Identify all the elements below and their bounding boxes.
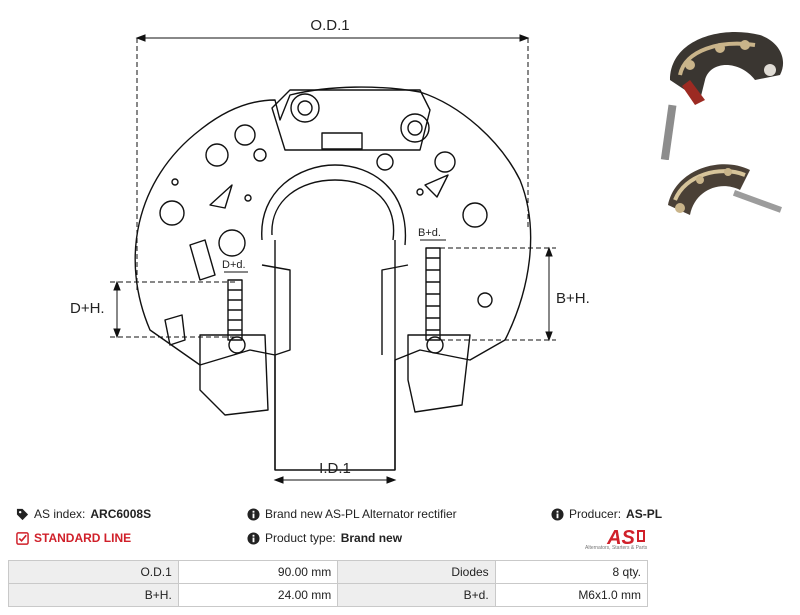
as-index: AS index: ARC6008S — [16, 507, 151, 521]
rectifier-outline — [134, 86, 532, 471]
product-photo-bottom — [668, 164, 782, 215]
dd-dimension-label: D+d. — [222, 259, 246, 271]
as-pl-logo: AS — [606, 527, 645, 549]
info-icon — [247, 507, 260, 521]
spec-value: 24.00 mm — [177, 583, 339, 607]
spec-label: B+H. — [8, 583, 179, 607]
product-description: Brand new AS-PL Alternator rectifier — [247, 507, 457, 521]
spec-value: M6x1.0 mm — [494, 583, 649, 607]
inner-arc — [261, 164, 407, 246]
spec-label: B+d. — [337, 583, 496, 607]
info-icon — [247, 531, 260, 545]
tag-icon — [16, 508, 29, 520]
spec-value: 8 qty. — [494, 560, 649, 584]
standard-line-badge: STANDARD LINE — [16, 531, 131, 545]
info-icon — [551, 507, 564, 521]
product-type-value: Brand new — [340, 531, 403, 545]
product-photo-top — [660, 32, 784, 160]
producer-value: AS-PL — [626, 507, 663, 521]
spec-value: 90.00 mm — [177, 560, 339, 584]
svg-text:AS: AS — [606, 527, 635, 549]
rectifier-technical-drawing: O.D.1 I.D.1 D+H. B+H. D+d. B+d. — [70, 17, 590, 484]
bd-dimension-label: B+d. — [418, 227, 441, 239]
od-dimension-label: O.D.1 — [310, 17, 349, 34]
spec-label: O.D.1 — [8, 560, 179, 584]
bh-dimension-label: B+H. — [556, 290, 590, 307]
producer: Producer: AS-PL — [551, 507, 662, 521]
logo-subtitle: Alternators, Starters & Parts — [585, 545, 648, 551]
dh-dimension-label: D+H. — [70, 300, 105, 317]
product-type: Product type: Brand new — [247, 531, 402, 545]
checkbox-checked-icon — [16, 531, 29, 545]
id-dimension-label: I.D.1 — [319, 460, 351, 477]
spec-label: Diodes — [337, 560, 496, 584]
as-index-value: ARC6008S — [90, 507, 152, 521]
